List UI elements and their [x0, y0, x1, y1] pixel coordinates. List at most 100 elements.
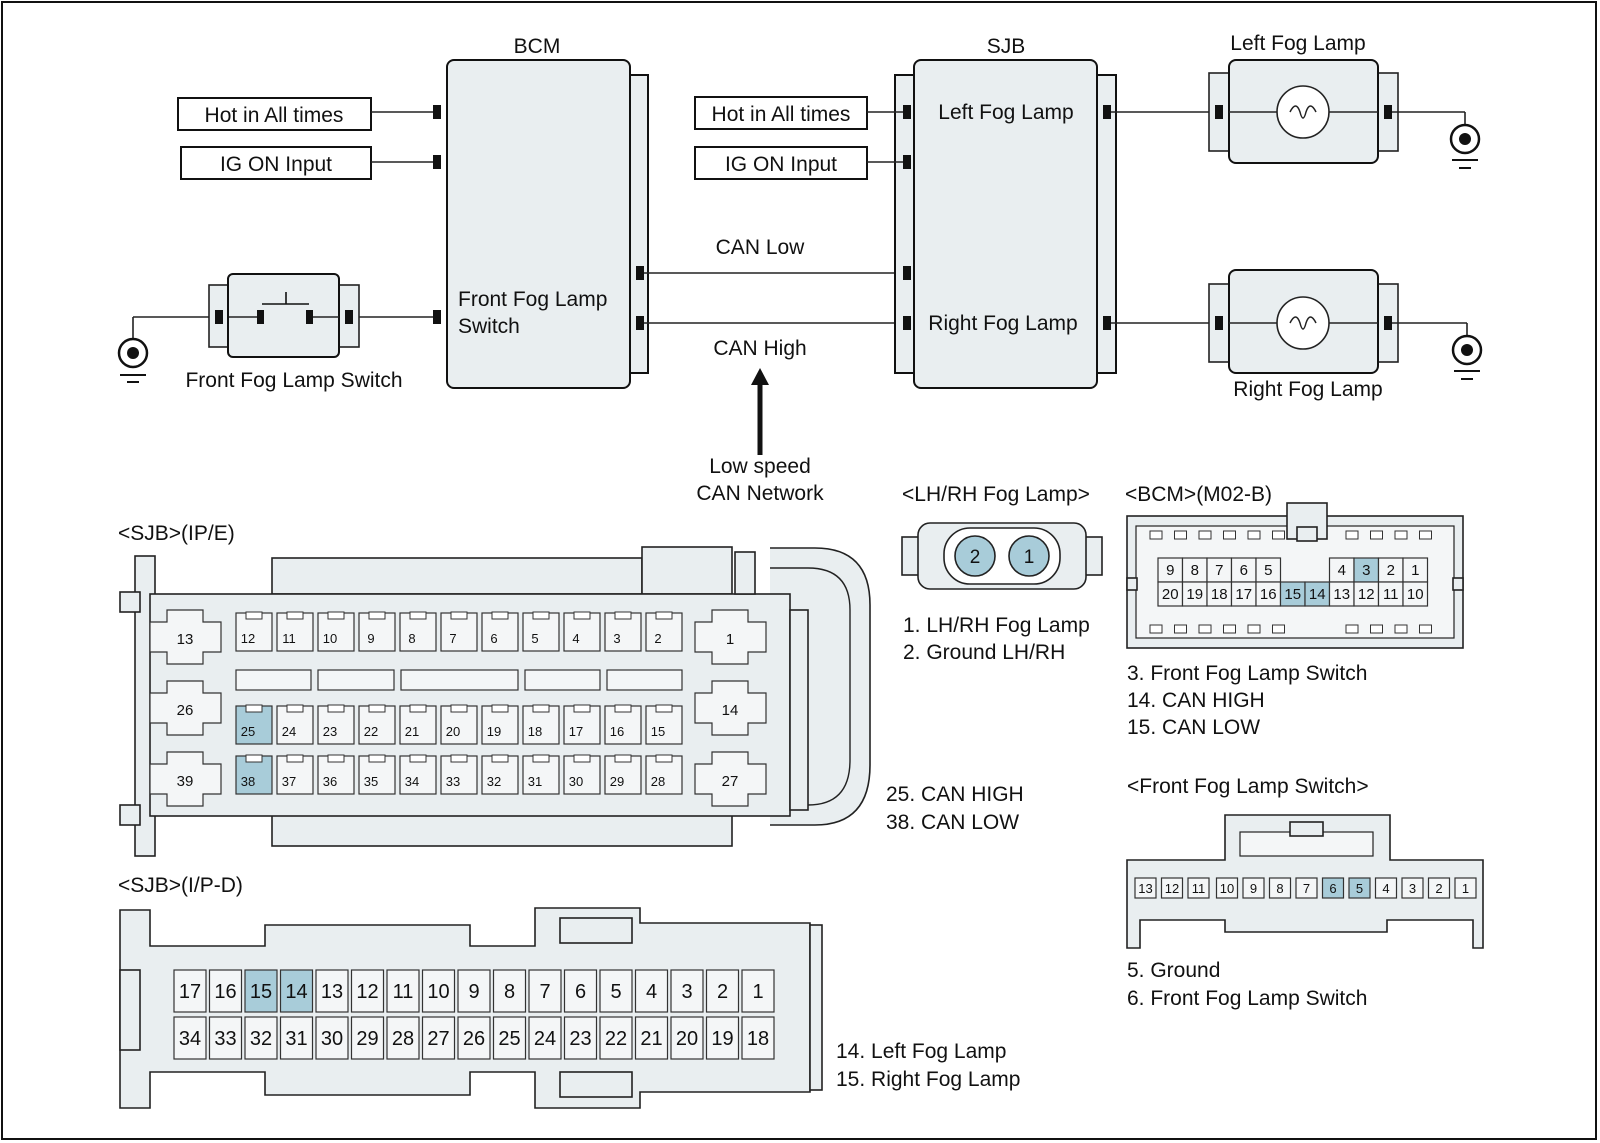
- sjb-ipe-pin-17-label: 17: [569, 724, 583, 739]
- sjb-ipd-pin-25: 25: [492, 1016, 527, 1060]
- sjb-ipd-pin-15-label: 15: [250, 981, 272, 1003]
- sjb-ipd-pin-16-label: 16: [214, 981, 236, 1003]
- switch-pin-6: 6: [1321, 877, 1345, 899]
- sjb-ipe-pin-24: 24: [276, 704, 314, 745]
- sjb-ipe-pin-5-label: 5: [531, 631, 538, 646]
- bcm-pin-2: 2: [1377, 557, 1404, 583]
- sjb-ipe-pin-16-label: 16: [610, 724, 624, 739]
- bcm-pin-19-label: 19: [1186, 586, 1203, 603]
- sjb-ipd-pin-1-label: 1: [752, 981, 763, 1003]
- bcm-pin-16: 16: [1255, 581, 1282, 607]
- bcm-pin-3-label: 3: [1362, 562, 1370, 579]
- sjb-ipe-big-pin-1-label: 1: [726, 631, 734, 648]
- bcm-pin-1: 1: [1402, 557, 1429, 583]
- sjb-ipd-pin-7-label: 7: [539, 981, 550, 1003]
- fog-lamp-pin-1-label: 1: [1024, 547, 1035, 568]
- sjb-ipe-pin-22-label: 22: [364, 724, 378, 739]
- sjb-ipd-pin-24: 24: [528, 1016, 562, 1060]
- sjb-ipe-pin-38: 38: [235, 754, 273, 795]
- sjb-ipd-pin-8: 8: [492, 969, 527, 1013]
- left-bulb-icon: [1276, 85, 1330, 139]
- switch-pin-12: 12: [1160, 877, 1184, 899]
- sjb-ipd-pin-3: 3: [670, 969, 704, 1013]
- sjb-ipd-pin-24-label: 24: [534, 1028, 556, 1050]
- sjb-ipd-pin-28: 28: [386, 1016, 420, 1060]
- sjb-ipe-pin-34-label: 34: [405, 774, 419, 789]
- bcm-pin-17: 17: [1230, 581, 1257, 607]
- sjb-right-output-label: Right Fog Lamp: [928, 312, 1077, 335]
- left-fog-lamp-title: Left Fog Lamp: [1230, 32, 1365, 55]
- sjb-ipe-pin-36: 36: [317, 754, 355, 795]
- sjb-ipe-note-1: 25. CAN HIGH: [886, 783, 1024, 806]
- sjb-ipe-pin-34: 34: [399, 754, 437, 795]
- sjb-ipd-pin-6-label: 6: [575, 981, 586, 1003]
- sjb-ipd-pin-5-label: 5: [610, 981, 621, 1003]
- sjb-ipe-pin-4-label: 4: [572, 631, 579, 646]
- sjb-ipe-pin-28: 28: [645, 754, 683, 795]
- bcm-pin-11-label: 11: [1383, 586, 1399, 603]
- network-label-line2: CAN Network: [696, 482, 824, 505]
- sjb-ipd-pin-27-label: 27: [427, 1028, 449, 1050]
- bcm-pin-12: 12: [1353, 581, 1380, 607]
- sjb-ipd-pin-4: 4: [634, 969, 669, 1013]
- sjb-ipd-pin-31: 31: [279, 1016, 314, 1060]
- switch-pin-7: 7: [1295, 877, 1318, 899]
- sjb-ipd-pin-8-label: 8: [504, 981, 515, 1003]
- bcm-pin-8-label: 8: [1191, 562, 1199, 579]
- bcm-pin-6: 6: [1230, 557, 1257, 583]
- switch-pin-11: 11: [1187, 877, 1210, 899]
- sjb-ipe-pin-23: 23: [317, 704, 355, 745]
- bcm-pin-5: 5: [1255, 557, 1282, 583]
- sjb-ipe-pin-20-label: 20: [446, 724, 460, 739]
- bcm-pin-6-label: 6: [1240, 562, 1248, 579]
- sjb-ipe-pin-29-label: 29: [610, 774, 624, 789]
- sjb-ipe-big-pin-27-label: 27: [722, 773, 739, 790]
- sjb-ipe-pin-2: 2: [645, 611, 683, 652]
- bcm-title: BCM: [514, 35, 561, 58]
- switch-pin-4-label: 4: [1382, 881, 1389, 896]
- sjb-ipe-big-pin-14-label: 14: [722, 702, 739, 719]
- sjb-ipd-pin-10: 10: [421, 969, 456, 1013]
- sjb-ipd-pin-2-label: 2: [717, 981, 728, 1003]
- bcm-hot-input-label: Hot in All times: [205, 104, 344, 127]
- sjb-ipe-pin-32-label: 32: [487, 774, 501, 789]
- sjb-ipe-pin-36-label: 36: [323, 774, 337, 789]
- sjb-ipd-pin-14-label: 14: [285, 981, 307, 1003]
- switch-pin-8-label: 8: [1276, 881, 1283, 896]
- bcm-ig-input-box: [180, 146, 372, 180]
- sjb-ipe-pin-9-label: 9: [367, 631, 374, 646]
- can-high-label: CAN High: [713, 337, 806, 360]
- sjb-ipd-pin-31-label: 31: [285, 1028, 307, 1050]
- sjb-ipd-pin-25-label: 25: [498, 1028, 520, 1050]
- sjb-ipd-pin-7: 7: [528, 969, 562, 1013]
- sjb-ipd-pin-6: 6: [563, 969, 598, 1013]
- switch-pin-12-label: 12: [1165, 881, 1179, 896]
- switch-pin-13-label: 13: [1138, 881, 1152, 896]
- sjb-ipd-pin-14: 14: [279, 969, 314, 1013]
- front-fog-lamp-switch-caption: Front Fog Lamp Switch: [185, 369, 402, 392]
- switch-pin-2: 2: [1427, 877, 1451, 899]
- bcm-hot-input-box: [177, 97, 372, 131]
- sjb-ipd-pin-4-label: 4: [646, 981, 657, 1003]
- bcm-module: [446, 59, 631, 389]
- sjb-ipd-pin-30: 30: [315, 1016, 349, 1060]
- sjb-ipe-pin-32: 32: [481, 754, 519, 795]
- sjb-ipe-pin-28-label: 28: [651, 774, 665, 789]
- sjb-ipe-pin-25-label: 25: [241, 724, 255, 739]
- sjb-ipe-pin-10: 10: [317, 611, 355, 652]
- sjb-ipe-pin-2-label: 2: [654, 631, 661, 646]
- sjb-ipe-note-2: 38. CAN LOW: [886, 811, 1019, 834]
- sjb-ipd-note-2: 15. Right Fog Lamp: [836, 1068, 1020, 1091]
- sjb-ipe-pin-21-label: 21: [405, 724, 419, 739]
- sjb-ipd-pin-21: 21: [634, 1016, 669, 1060]
- bcm-pin-9: 9: [1157, 557, 1184, 583]
- switch-pin-7-label: 7: [1303, 881, 1310, 896]
- sjb-ipe-pin-29: 29: [604, 754, 642, 795]
- bcm-pin-7: 7: [1206, 557, 1233, 583]
- sjb-ipd-pin-5: 5: [599, 969, 633, 1013]
- sjb-ipd-pin-23-label: 23: [569, 1028, 591, 1050]
- sjb-ipd-pin-1: 1: [741, 969, 775, 1013]
- bcm-pin-18-label: 18: [1211, 586, 1228, 603]
